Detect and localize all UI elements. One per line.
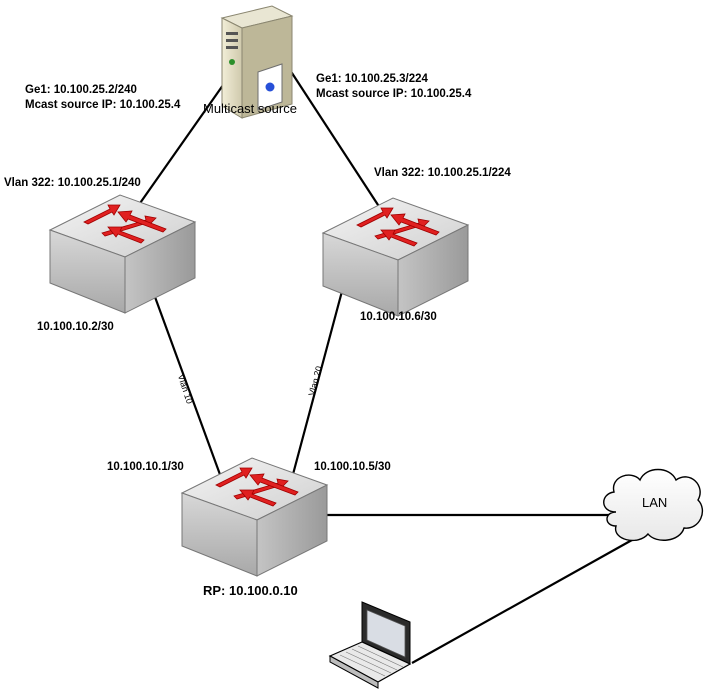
switch-left-icon bbox=[48, 194, 197, 314]
switch-left-downlink-ip: 10.100.10.2/30 bbox=[37, 321, 114, 333]
server-label: Multicast source bbox=[203, 101, 297, 116]
server-right-mcast-label: Mcast source IP: 10.100.25.4 bbox=[316, 88, 472, 100]
link-server-left-switch bbox=[137, 77, 229, 207]
connection-lines bbox=[137, 69, 633, 664]
lan-cloud-icon bbox=[603, 468, 703, 542]
server-right-iface-label: Ge1: 10.100.25.3/224 bbox=[316, 73, 428, 85]
lan-label: LAN bbox=[642, 495, 668, 510]
laptop-icon bbox=[328, 601, 412, 689]
link-left-switch-core bbox=[153, 296, 224, 481]
switch-right-icon bbox=[321, 197, 470, 317]
switch-right-downlink-ip: 10.100.10.6/30 bbox=[360, 311, 437, 323]
server-left-mcast-label: Mcast source IP: 10.100.25.4 bbox=[25, 99, 181, 111]
link-lan-laptop bbox=[411, 539, 633, 664]
link-right-switch-core bbox=[290, 279, 347, 479]
switch-left-vlan-label: Vlan 322: 10.100.25.1/240 bbox=[4, 177, 141, 189]
switch-core-icon bbox=[180, 457, 329, 577]
server-left-iface-label: Ge1: 10.100.25.2/240 bbox=[25, 84, 137, 96]
server-icon bbox=[220, 5, 294, 119]
rp-label: RP: 10.100.0.10 bbox=[203, 583, 298, 598]
core-right-ip: 10.100.10.5/30 bbox=[314, 461, 391, 473]
core-left-ip: 10.100.10.1/30 bbox=[107, 461, 184, 473]
link-server-right-switch bbox=[289, 69, 381, 209]
switch-right-vlan-label: Vlan 322: 10.100.25.1/224 bbox=[374, 167, 511, 179]
